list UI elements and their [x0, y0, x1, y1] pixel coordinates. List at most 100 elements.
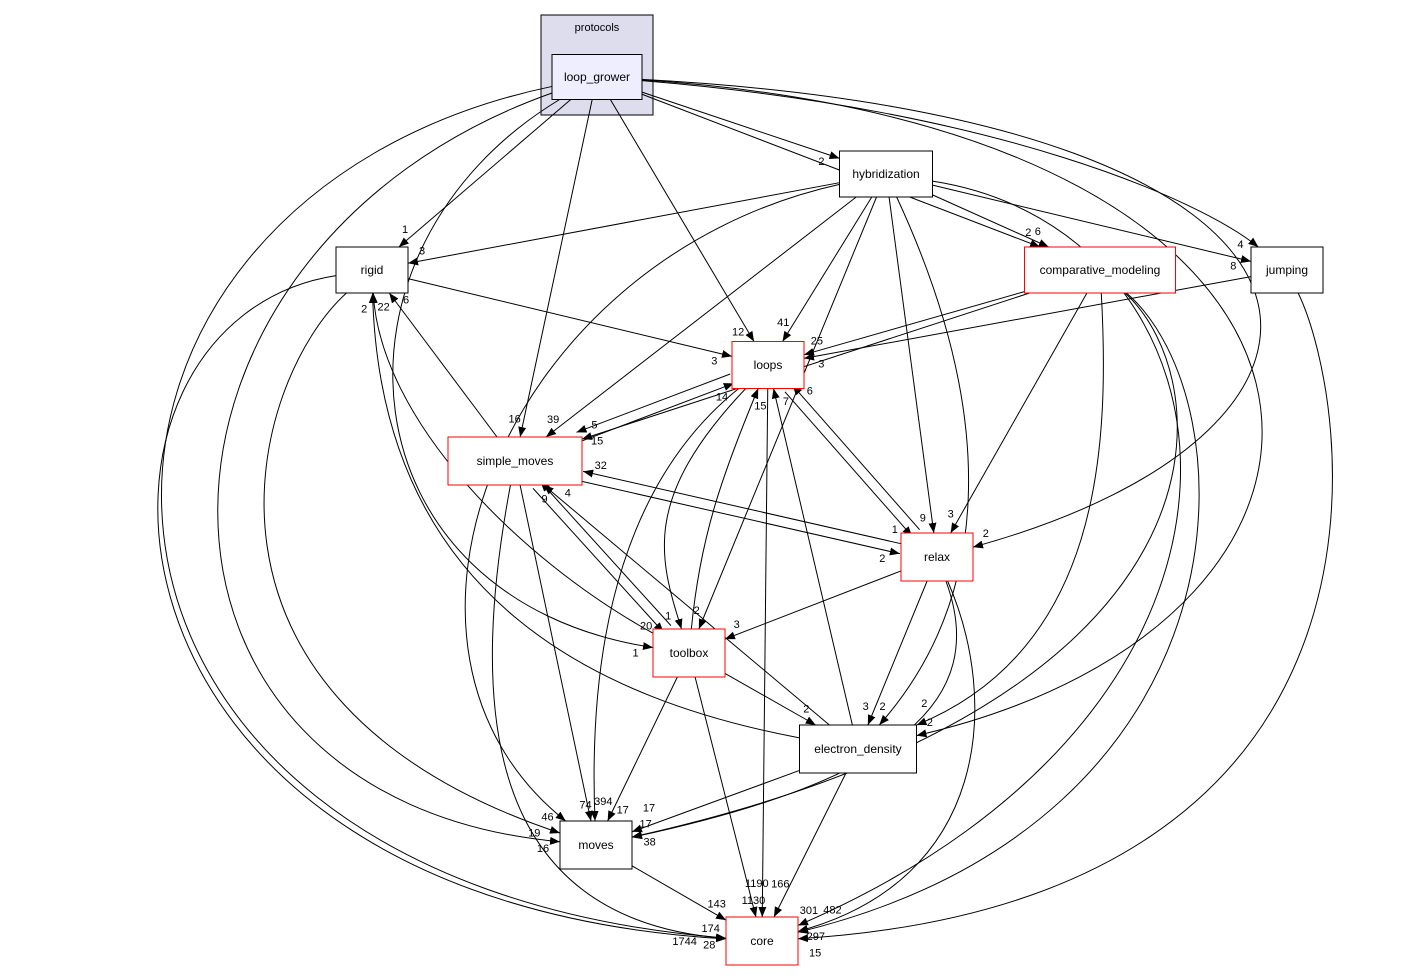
edge-weight-label[interactable]: 4 [565, 488, 571, 500]
edge-weight-label[interactable]: 1 [892, 524, 898, 536]
edge-simple_moves-to-loops[interactable] [579, 382, 734, 443]
edge-weight-label[interactable]: 301 [800, 905, 818, 917]
edge-toolbox-to-simple_moves[interactable] [540, 481, 672, 626]
edge-weight-label[interactable]: 2 [694, 605, 700, 617]
edge-simple_moves-to-relax[interactable] [580, 480, 901, 556]
edge-weight-label[interactable]: 22 [378, 302, 390, 314]
edge-loops-to-moves[interactable] [590, 388, 740, 822]
edge-hybridization-to-relax[interactable] [888, 196, 937, 534]
edge-electron_density-to-loops[interactable] [771, 388, 853, 726]
node-rigid[interactable]: rigid [335, 246, 409, 294]
edge-toolbox-to-electron_density[interactable] [724, 673, 816, 726]
edge-loops-to-relax[interactable] [784, 391, 913, 537]
edge-weight-label[interactable]: 17 [639, 819, 651, 831]
edge-hybridization-to-moves[interactable] [464, 183, 840, 822]
edge-weight-label[interactable]: 32 [595, 460, 607, 472]
edge-weight-label[interactable]: 25 [811, 336, 823, 348]
edge-weight-label[interactable]: 2 [818, 156, 824, 168]
edge-loop_grower-to-relax[interactable] [641, 78, 1262, 549]
edge-simple_moves-to-moves[interactable] [519, 484, 593, 822]
edge-loop_grower-to-core[interactable] [161, 85, 727, 942]
edge-jumping-to-core[interactable] [797, 292, 1333, 943]
edge-weight-label[interactable]: 6 [807, 385, 813, 397]
edge-weight-label[interactable]: 12 [732, 326, 744, 338]
edge-loops-to-toolbox[interactable] [663, 388, 747, 630]
edge-simple_moves-to-toolbox[interactable] [532, 488, 664, 633]
edge-rigid-to-moves[interactable] [263, 292, 561, 834]
edge-weight-label[interactable]: 3 [863, 701, 869, 713]
edge-weight-label[interactable]: 15 [809, 948, 821, 960]
edge-weight-label[interactable]: 9 [920, 512, 926, 524]
edge-rigid-to-core[interactable] [157, 275, 727, 943]
edge-loop_grower-to-hybridization[interactable] [641, 91, 840, 160]
edge-weight-label[interactable]: 3 [818, 358, 824, 370]
edge-weight-label[interactable]: 2 [803, 703, 809, 715]
edge-weight-label[interactable]: 2 [361, 303, 367, 315]
edge-weight-label[interactable]: 14 [716, 391, 728, 403]
edge-comparative_modeling-to-electron_density[interactable] [916, 292, 1104, 726]
node-toolbox[interactable]: toolbox [652, 628, 726, 678]
edge-weight-label[interactable]: 5 [591, 420, 597, 432]
edge-hybridization-to-electron_density[interactable] [878, 196, 970, 726]
node-loops[interactable]: loops [731, 341, 805, 389]
edge-weight-label[interactable]: 15 [754, 401, 766, 413]
edge-weight-label[interactable]: 9 [541, 494, 547, 506]
edge-relax-to-electron_density[interactable] [867, 580, 928, 726]
edge-hybridization-to-jumping[interactable] [932, 184, 1252, 263]
node-jumping[interactable]: jumping [1250, 246, 1324, 294]
edge-loop_grower-to-toolbox[interactable] [392, 99, 654, 650]
edge-weight-label[interactable]: 8 [1230, 260, 1236, 272]
edge-weight-label[interactable]: 2 [1025, 227, 1031, 239]
edge-relax-to-toolbox[interactable] [724, 570, 902, 640]
edge-toolbox-to-loops[interactable] [690, 388, 759, 630]
edge-loop_grower-to-moves[interactable] [217, 92, 561, 845]
edge-weight-label[interactable]: 6 [1035, 226, 1041, 238]
edge-weight-label[interactable]: 16 [537, 843, 549, 855]
edge-toolbox-to-moves[interactable] [607, 676, 678, 822]
edge-weight-label[interactable]: 143 [707, 898, 725, 910]
edge-weight-label[interactable]: 17 [617, 805, 629, 817]
edge-weight-label[interactable]: 1 [632, 648, 638, 660]
edge-weight-label[interactable]: 7 [783, 396, 789, 408]
edge-weight-label[interactable]: 6 [403, 294, 409, 306]
node-hybridization[interactable]: hybridization [839, 150, 933, 198]
edge-weight-label[interactable]: 2 [927, 717, 933, 729]
edge-toolbox-to-core[interactable] [694, 676, 758, 918]
edge-hybridization-to-core[interactable] [797, 180, 1181, 926]
edge-weight-label[interactable]: 46 [541, 811, 553, 823]
edge-loop_grower-to-jumping[interactable] [641, 80, 1259, 248]
edge-weight-label[interactable]: 2 [880, 701, 886, 713]
edge-rigid-to-loops[interactable] [407, 278, 733, 358]
edge-weight-label[interactable]: 15 [591, 436, 603, 448]
edge-comparative_modeling-to-simple_moves[interactable] [581, 292, 1030, 440]
edge-electron_density-to-rigid[interactable] [368, 292, 800, 739]
edge-weight-label[interactable]: 28 [703, 940, 715, 952]
edge-weight-label[interactable]: 4 [1237, 239, 1243, 251]
edge-weight-label[interactable]: 3 [734, 619, 740, 631]
edge-electron_density-to-core[interactable] [773, 772, 847, 918]
edge-weight-label[interactable]: 1190 [745, 878, 769, 890]
edge-loops-to-simple_moves[interactable] [576, 373, 731, 433]
edge-weight-label[interactable]: 19 [528, 828, 540, 840]
edge-weight-label[interactable]: 2 [921, 698, 927, 710]
node-core[interactable]: core [725, 916, 799, 966]
edge-loops-to-core[interactable] [758, 388, 769, 918]
edge-weight-label[interactable]: 394 [594, 796, 612, 808]
edge-electron_density-to-simple_moves[interactable] [543, 484, 830, 726]
edge-relax-to-core[interactable] [797, 580, 976, 933]
edge-hybridization-to-loops[interactable] [782, 196, 873, 342]
edge-weight-label[interactable]: 1744 [672, 936, 696, 948]
edge-relax-to-simple_moves[interactable] [582, 469, 903, 545]
node-loop_grower[interactable]: loop_grower [551, 54, 643, 100]
edge-relax-to-loops[interactable] [792, 384, 921, 531]
node-electron_density[interactable]: electron_density [799, 724, 917, 774]
edge-comparative_modeling-to-loops[interactable] [803, 291, 1025, 356]
node-simple_moves[interactable]: simple_moves [447, 436, 583, 486]
edge-weight-label[interactable]: 3 [419, 245, 425, 257]
edge-loop_grower-to-loops[interactable] [609, 99, 755, 342]
edge-relax-to-moves[interactable] [631, 580, 958, 840]
node-moves[interactable]: moves [559, 820, 633, 870]
edge-hybridization-to-rigid[interactable] [407, 182, 840, 266]
edge-weight-label[interactable]: 166 [771, 878, 789, 890]
edge-comparative_modeling-to-relax[interactable] [950, 292, 1088, 534]
